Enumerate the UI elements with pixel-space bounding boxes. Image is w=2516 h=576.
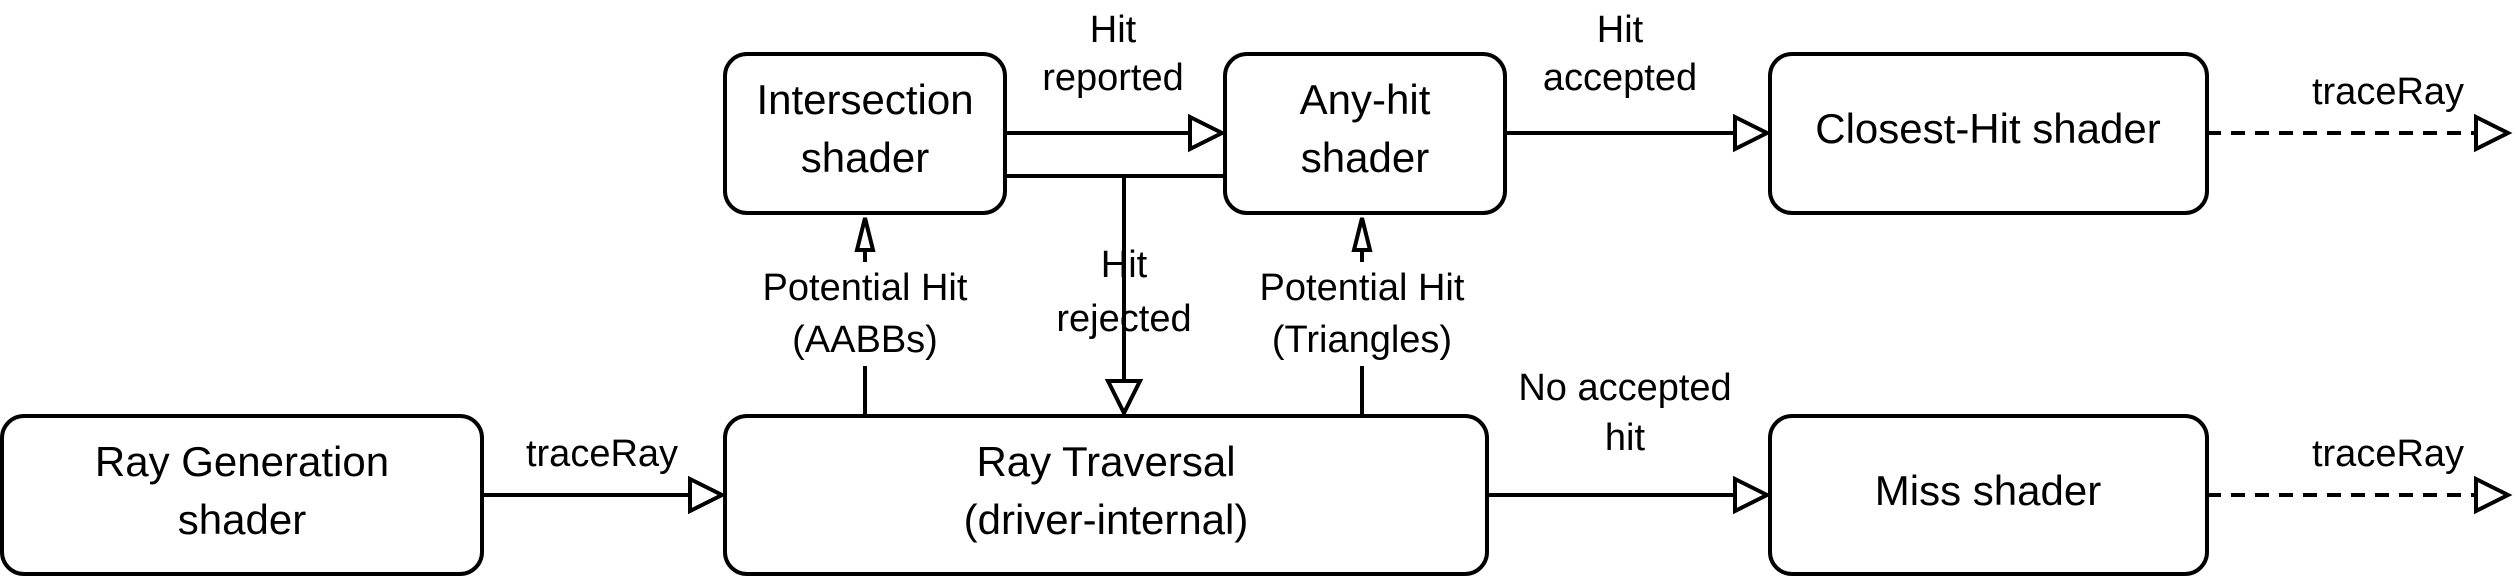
edge-hit-rejected-label-line1: Hit: [1101, 244, 1148, 286]
edge-no-accepted-hit: No accepted hit: [1487, 367, 1772, 515]
edge-potential-hit-triangles: Potential Hit (Triangles): [1260, 217, 1465, 416]
edge-potential-hit-aabbs: Potential Hit (AABBs): [763, 217, 968, 416]
any-hit-shader-label-line1: Any-hit: [1300, 76, 1431, 123]
ray-generation-shader-label-line2: shader: [178, 496, 306, 543]
node-any-hit-shader: Any-hit shader: [1223, 52, 1507, 215]
edge-trace-ray-miss: traceRay: [2207, 433, 2513, 515]
edge-potential-hit-triangles-label-line2: (Triangles): [1272, 319, 1452, 361]
edge-hit-reported-label-line2: reported: [1042, 57, 1184, 99]
edge-hit-accepted-label-line1: Hit: [1597, 9, 1644, 51]
arrowhead-icon: [2474, 113, 2513, 153]
edge-no-accepted-hit-label-line1: No accepted: [1518, 367, 1731, 409]
edge-hit-rejected: Hit rejected: [1005, 174, 1225, 418]
node-ray-traversal: Ray Traversal (driver-internal): [723, 414, 1489, 576]
edge-hit-accepted-label-line2: accepted: [1543, 57, 1697, 99]
edge-trace-ray-closest: traceRay: [2207, 71, 2513, 153]
edge-potential-hit-triangles-label-line1: Potential Hit: [1260, 267, 1465, 309]
closest-hit-shader-label: Closest-Hit shader: [1815, 105, 2160, 152]
edge-trace-ray-miss-label: traceRay: [2312, 433, 2464, 475]
node-closest-hit-shader: Closest-Hit shader: [1768, 52, 2209, 215]
arrowhead-icon: [1104, 379, 1144, 418]
ray-traversal-label-line1: Ray Traversal: [976, 438, 1235, 485]
edge-hit-reported: Hit reported: [1005, 9, 1227, 153]
node-ray-generation-shader: Ray Generation shader: [0, 414, 484, 576]
edge-trace-ray-closest-label: traceRay: [2312, 71, 2464, 113]
arrowhead-icon: [854, 217, 876, 252]
node-intersection-shader: Intersection shader: [723, 52, 1007, 215]
edge-potential-hit-aabbs-label-line1: Potential Hit: [763, 267, 968, 309]
ray-traversal-label-line2: (driver-internal): [964, 496, 1249, 543]
intersection-shader-label-line2: shader: [801, 134, 929, 181]
edge-hit-reported-label-line1: Hit: [1090, 9, 1137, 51]
arrowhead-icon: [1351, 217, 1373, 252]
intersection-shader-label-line1: Intersection: [756, 76, 973, 123]
edge-potential-hit-aabbs-label-line2: (AABBs): [792, 319, 938, 361]
ray-generation-shader-label-line1: Ray Generation: [95, 438, 389, 485]
node-miss-shader: Miss shader: [1768, 414, 2209, 576]
arrowhead-icon: [1733, 475, 1772, 515]
arrowhead-icon: [688, 475, 727, 515]
any-hit-shader-label-line2: shader: [1301, 134, 1429, 181]
miss-shader-label: Miss shader: [1875, 467, 2101, 514]
arrowhead-icon: [2474, 475, 2513, 515]
edge-trace-ray-generation-label: traceRay: [526, 433, 678, 475]
edge-no-accepted-hit-label-line2: hit: [1605, 417, 1646, 459]
arrowhead-icon: [1733, 113, 1772, 153]
edge-hit-accepted: Hit accepted: [1505, 9, 1772, 153]
arrowhead-icon: [1188, 113, 1227, 153]
edge-trace-ray-generation: traceRay: [482, 433, 727, 515]
edge-hit-rejected-label-line2: rejected: [1056, 298, 1191, 340]
